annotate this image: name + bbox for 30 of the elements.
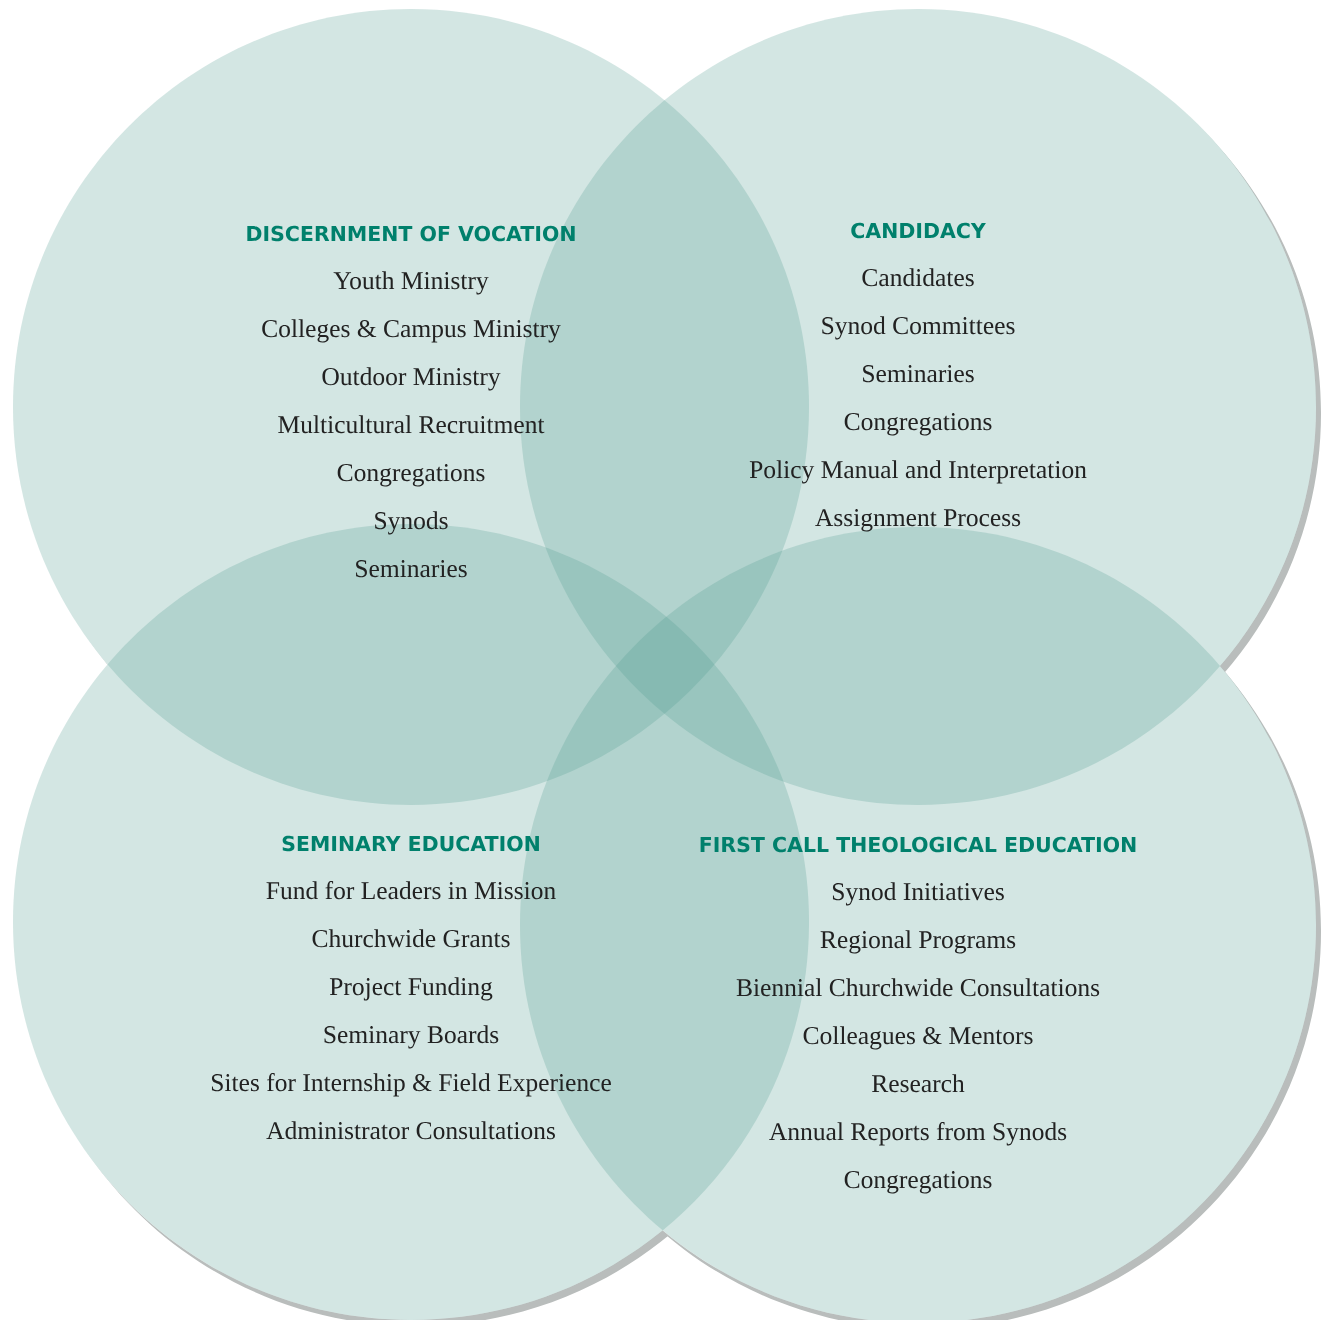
item-text: Fund for Leaders in Mission [266, 881, 556, 900]
item-text: Synod Committees [822, 316, 1015, 340]
item-text: Congregations [337, 464, 485, 487]
item-text: Congregations [844, 1171, 992, 1194]
item-text: Assignment Process [815, 509, 1021, 532]
circle-heading: SEMINARY EDUCATION [282, 835, 539, 852]
circle-heading: DISCERNMENT OF VOCATION [247, 225, 575, 242]
item-text: Annual Reports from Synods [769, 1122, 1067, 1146]
item-text: Colleges & Campus Ministry [262, 319, 561, 343]
circle-heading: CANDIDACY [851, 222, 986, 239]
item-text: Youth Ministry [333, 271, 489, 295]
item-text: Regional Programs [820, 930, 1016, 954]
item-text: Administrator Consultations [266, 1121, 555, 1140]
item-text: Seminary Boards [324, 1025, 499, 1049]
item-text: Seminaries [356, 560, 467, 578]
item-text: Outdoor Ministry [322, 367, 501, 391]
circle-heading: FIRST CALL THEOLOGICAL EDUCATION [700, 836, 1136, 853]
item-text: Candidates [862, 268, 974, 287]
item-text: Congregations [844, 413, 992, 436]
item-text: Churchwide Grants [312, 929, 510, 948]
item-text: Research [872, 1074, 965, 1093]
item-text: Colleagues & Mentors [803, 1026, 1033, 1050]
item-text: Project Funding [329, 977, 493, 1001]
item-text: Synods [375, 511, 448, 535]
item-text: Sites for Internship & Field Experience [211, 1073, 611, 1097]
item-text: Synod Initiatives [832, 882, 1004, 906]
item-text: Policy Manual and Interpretation [749, 460, 1087, 484]
item-text: Biennial Churchwide Consultations [736, 978, 1100, 997]
item-text: Seminaries [863, 365, 974, 383]
item-text: Multicultural Recruitment [278, 415, 545, 434]
